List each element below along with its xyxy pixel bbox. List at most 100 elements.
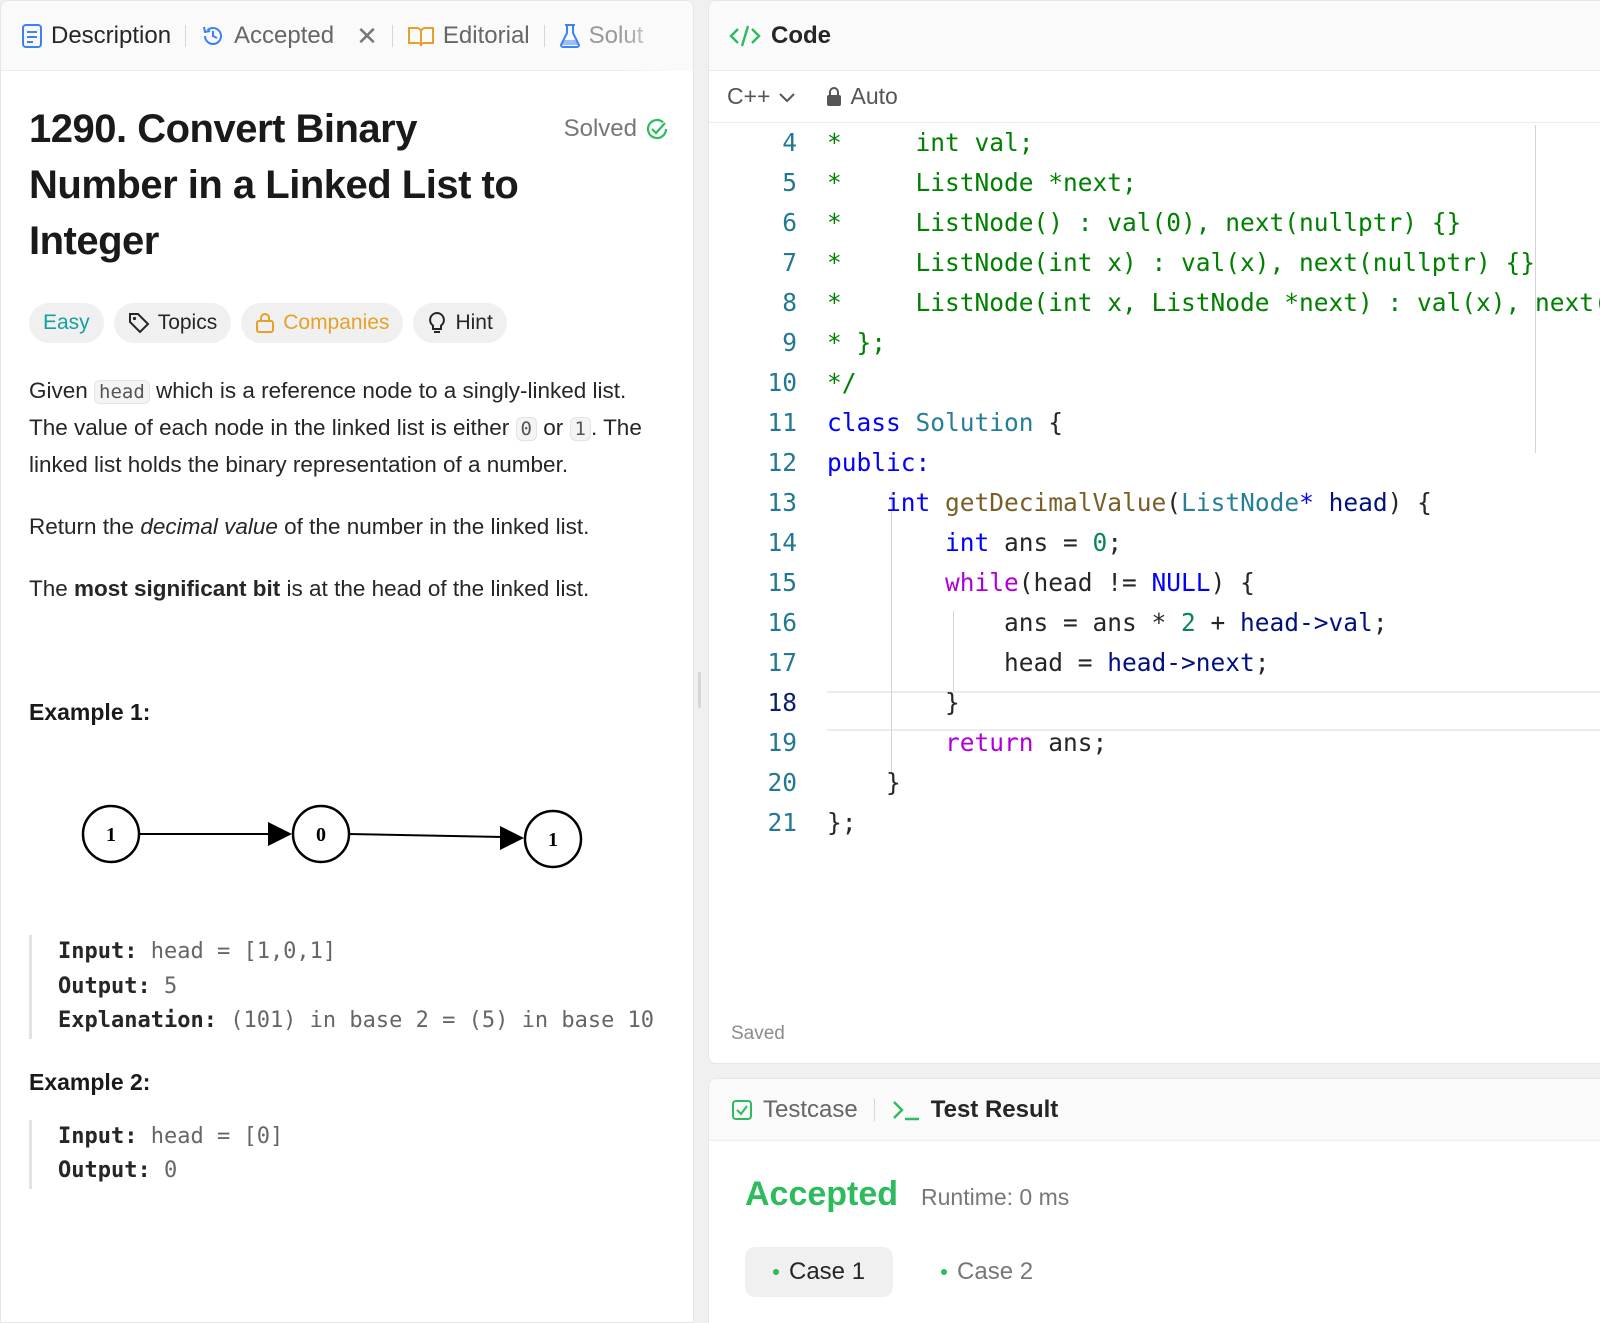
list-node-value: 1 xyxy=(548,829,558,851)
code-line[interactable]: 19 return ans; xyxy=(709,723,1600,763)
description-paragraph: Given head which is a reference node to … xyxy=(29,378,642,477)
tab-overflow-fade xyxy=(621,1,693,71)
tag-icon xyxy=(128,313,150,334)
code-token: * int val; xyxy=(827,128,1034,157)
line-number: 5 xyxy=(782,168,797,197)
hint-label: Hint xyxy=(455,311,493,334)
tab-testcase-label: Testcase xyxy=(763,1095,858,1123)
code-token: */ xyxy=(827,368,857,397)
code-line[interactable]: 21}; xyxy=(709,803,1600,843)
code-token: ans; xyxy=(1033,728,1108,757)
code-line[interactable]: 15 while(head != NULL) { xyxy=(709,563,1600,603)
line-number: 8 xyxy=(782,288,797,317)
code-token: ; xyxy=(1107,528,1123,557)
difficulty-label: Easy xyxy=(43,311,90,334)
results-panel: Testcase Test Result Accepted Runtime: 0… xyxy=(708,1078,1600,1323)
tab-description[interactable]: Description xyxy=(21,22,171,50)
code-token: while xyxy=(945,568,1019,597)
line-number: 10 xyxy=(767,368,797,397)
code-token: ) { xyxy=(1387,488,1432,517)
tab-description-label: Description xyxy=(51,21,172,49)
code-line[interactable]: 16 ans = ans * 2 + head->val; xyxy=(709,603,1600,643)
code-line[interactable]: 13 int getDecimalValue(ListNode* head) { xyxy=(709,483,1600,523)
tab-testcase[interactable]: Testcase xyxy=(731,1096,858,1124)
code-text: public: xyxy=(827,443,930,483)
history-icon xyxy=(203,26,223,45)
inline-code: head xyxy=(94,380,150,404)
code-text: * ListNode *next; xyxy=(827,163,1137,203)
code-line[interactable]: 7* ListNode(int x) : val(x), next(nullpt… xyxy=(709,243,1600,283)
code-editor[interactable]: 4 * int val; 5 * ListNode *next;6* ListNode… xyxy=(709,125,1600,905)
code-text: class Solution { xyxy=(827,403,1063,443)
code-text: while(head != NULL) { xyxy=(827,563,1255,603)
description-paragraph: The most significant bit is at the head … xyxy=(29,576,590,601)
code-token: * ListNode(int x) : val(x), next(nullptr… xyxy=(827,248,1536,277)
code-token xyxy=(827,568,945,597)
code-token: head = xyxy=(827,648,1108,677)
line-number: 17 xyxy=(767,648,797,677)
case-1-button[interactable]: Case 1 xyxy=(745,1247,894,1297)
language-label: C++ xyxy=(727,83,771,109)
code-token: ) { xyxy=(1210,568,1255,597)
inline-code: 0 xyxy=(515,417,537,441)
example-1-title: Example 1: xyxy=(29,699,151,725)
code-line[interactable]: 9* }; xyxy=(709,323,1600,363)
code-text: * int val; xyxy=(827,123,1034,163)
code-text: head = head->next; xyxy=(827,643,1270,683)
code-text: * ListNode(int x, ListNode *next) : val(… xyxy=(827,283,1600,323)
indent-guide xyxy=(1535,125,1536,453)
checkbox-icon xyxy=(732,1099,752,1120)
code-token: ans = ans * xyxy=(827,608,1182,637)
code-line[interactable]: 14 int ans = 0; xyxy=(709,523,1600,563)
tab-divider xyxy=(543,24,545,47)
example-1-block: Input: head = [1,0,1] Output: 5 Explanat… xyxy=(29,935,669,1039)
document-icon xyxy=(22,23,42,48)
auto-mode[interactable]: Auto xyxy=(826,83,898,110)
code-line[interactable]: 17 head = head->next; xyxy=(709,643,1600,683)
code-line[interactable]: 20 } xyxy=(709,763,1600,803)
code-line[interactable]: 6* ListNode() : val(0), next(nullptr) {} xyxy=(709,203,1600,243)
hint-button[interactable]: Hint xyxy=(413,303,507,343)
line-number: 20 xyxy=(767,768,797,797)
tab-test-result[interactable]: Test Result xyxy=(891,1095,1059,1124)
code-token: ListNode xyxy=(1181,488,1300,517)
description-panel: Description Accepted ✕ Editorial Solut 1… xyxy=(0,0,694,1323)
code-token: int xyxy=(886,488,946,517)
list-node-value: 0 xyxy=(316,824,326,846)
language-select[interactable]: C++ xyxy=(727,83,796,110)
book-icon xyxy=(407,26,434,46)
linked-list-diagram: 1 0 1 xyxy=(81,804,583,869)
code-token: getDecimalValue xyxy=(945,488,1167,517)
code-icon xyxy=(729,25,761,46)
auto-mode-label: Auto xyxy=(850,83,898,109)
problem-tags: Easy Topics Companies Hint xyxy=(29,303,669,343)
list-edge xyxy=(348,833,504,838)
code-token: class xyxy=(827,408,916,437)
editor-toolbar: C++ Auto xyxy=(709,71,1600,123)
difficulty-badge: Easy xyxy=(29,303,104,343)
code-token: * ListNode() : val(0), next(nullptr) {} xyxy=(827,208,1462,237)
topics-button[interactable]: Topics xyxy=(113,303,232,343)
check-circle-icon xyxy=(646,118,668,140)
code-line[interactable]: 8 * ListNode(int x, ListNode *next) : val… xyxy=(709,283,1600,323)
tab-test-result-label: Test Result xyxy=(930,1095,1059,1123)
close-icon[interactable]: ✕ xyxy=(356,20,378,51)
code-token: * xyxy=(1299,488,1314,517)
code-text: } xyxy=(827,683,960,723)
code-line[interactable]: 18 } xyxy=(709,683,1600,723)
tab-editorial[interactable]: Editorial xyxy=(407,22,530,50)
code-line[interactable]: 5 * ListNode *next; xyxy=(709,163,1600,203)
code-line[interactable]: 10 */ xyxy=(709,363,1600,403)
code-token: return xyxy=(945,728,1034,757)
indent-guide xyxy=(891,493,892,773)
panel-resize-handle[interactable] xyxy=(698,672,701,708)
line-number: 4 xyxy=(782,128,797,157)
code-token: ; xyxy=(1372,608,1388,637)
companies-button[interactable]: Companies xyxy=(241,303,404,343)
code-panel: Code C++ Auto 4* int val;5* ListNode *ne… xyxy=(708,0,1600,1064)
code-line[interactable]: 4 * int val; xyxy=(709,123,1600,163)
case-2-button[interactable]: Case 2 xyxy=(913,1247,1061,1297)
tab-accepted[interactable]: Accepted ✕ xyxy=(200,22,378,50)
